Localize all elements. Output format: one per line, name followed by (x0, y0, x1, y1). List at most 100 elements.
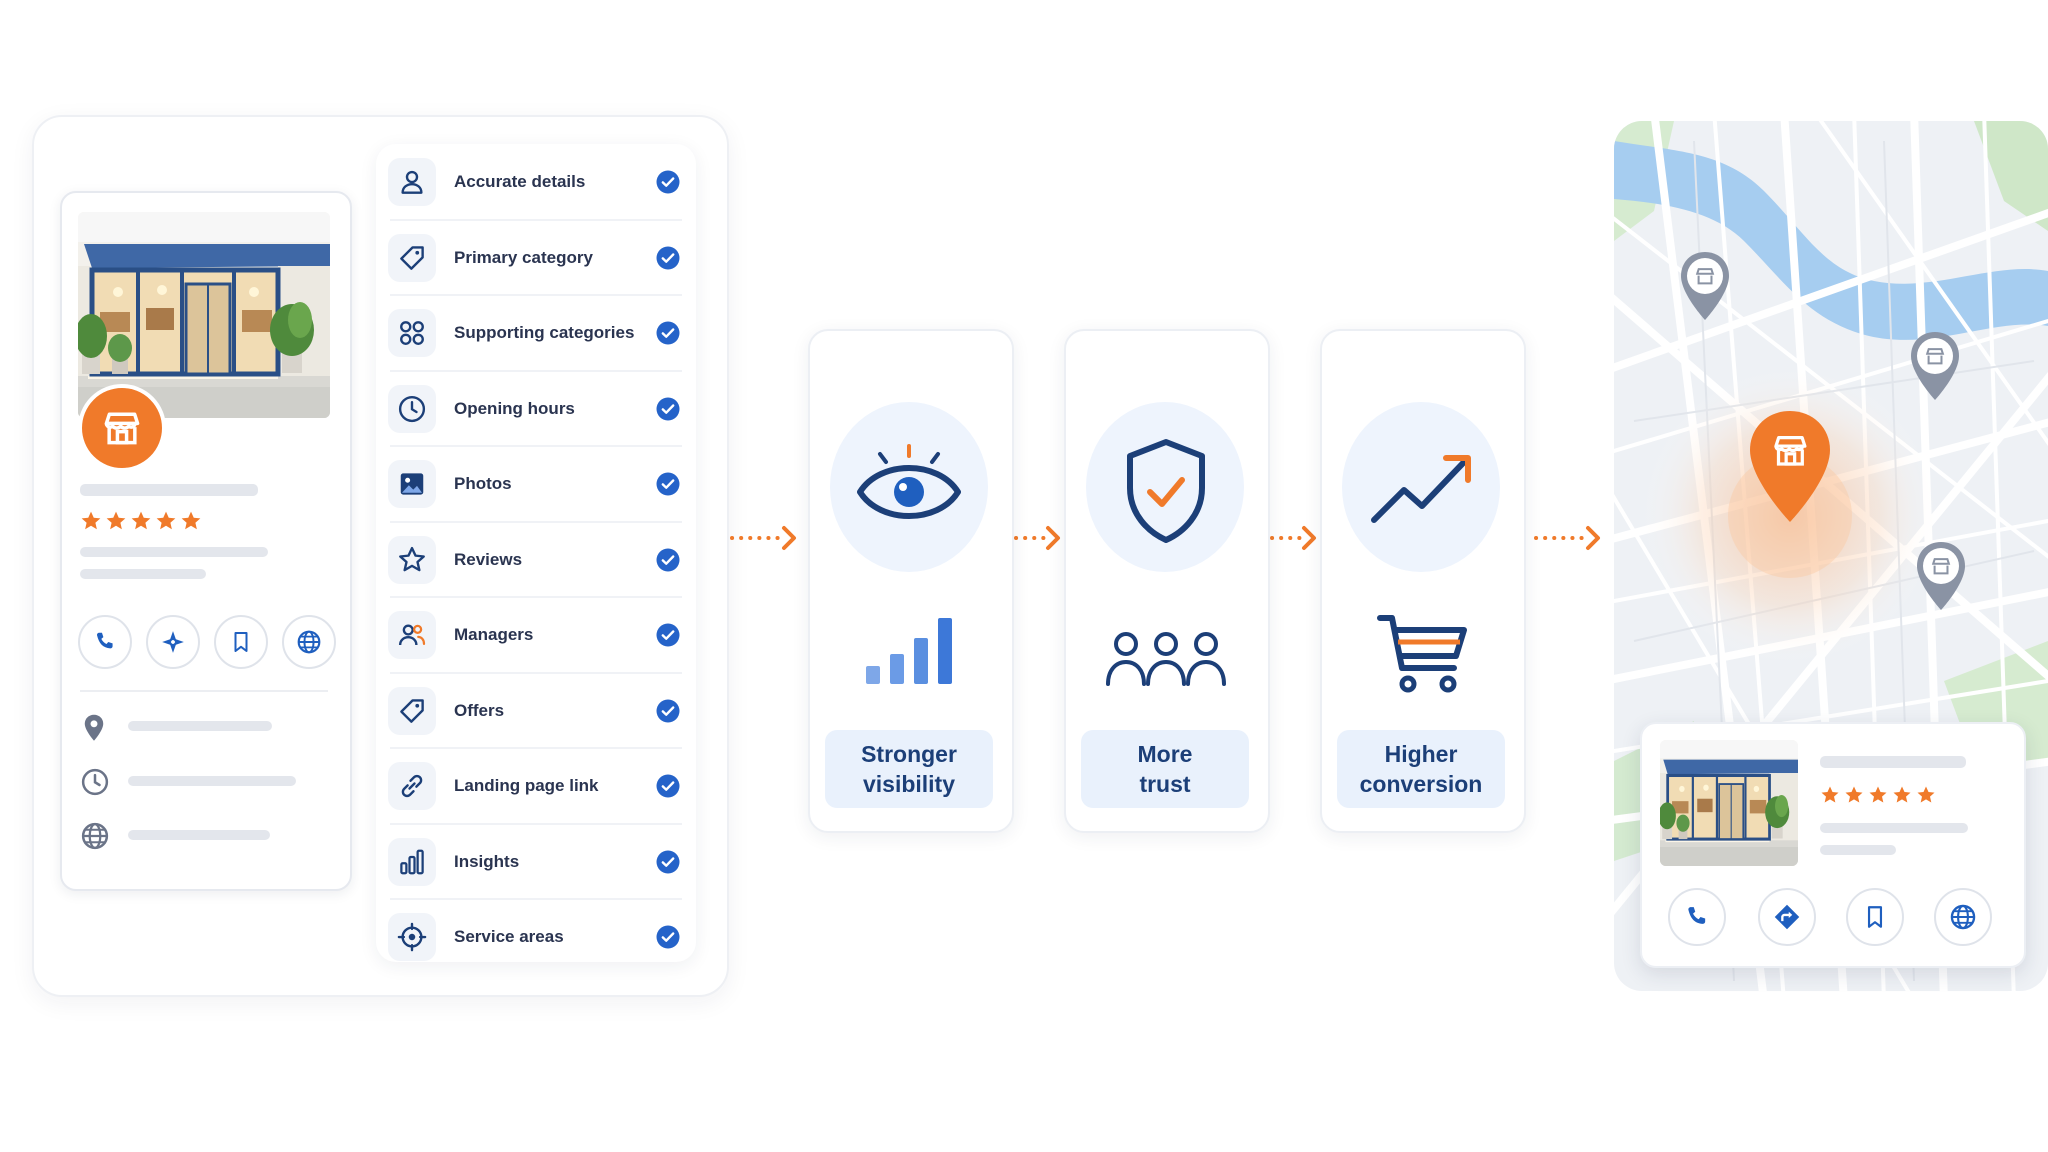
map-pin-nearby-2[interactable] (1908, 330, 1962, 402)
checklist-divider (390, 445, 682, 447)
save-button[interactable] (214, 615, 268, 669)
benefit-label-visibility: Stronger visibility (825, 730, 993, 808)
checklist-divider (390, 596, 682, 598)
checklist-divider (390, 672, 682, 674)
benefit-label-trust: More trust (1081, 730, 1249, 808)
checklist-item[interactable]: Opening hours (376, 371, 696, 446)
globe-icon (80, 821, 110, 851)
checklist-item[interactable]: Insights (376, 824, 696, 899)
clock-icon (388, 384, 436, 433)
benefit-disc-trust (1086, 402, 1244, 572)
phone-icon (1683, 903, 1711, 931)
checklist-item[interactable]: Primary category (376, 220, 696, 295)
checklist-divider (390, 294, 682, 296)
profile-divider (80, 690, 328, 692)
map-call-button[interactable] (1668, 888, 1726, 946)
checklist-item[interactable]: Supporting categories (376, 295, 696, 370)
checklist-divider (390, 370, 682, 372)
checklist-item[interactable]: Managers (376, 597, 696, 672)
grid-circles-icon (388, 308, 436, 357)
checklist-item-label: Photos (454, 473, 512, 493)
flow-arrow-4 (1534, 526, 1600, 550)
checklist-item-label: Opening hours (454, 398, 575, 418)
map-result-desc-placeholder-2 (1820, 845, 1896, 855)
address-placeholder (128, 721, 272, 731)
checklist-item-label: Managers (454, 624, 534, 644)
check-icon (656, 774, 680, 798)
cart-icon (1377, 615, 1467, 693)
check-icon (656, 472, 680, 496)
checklist-item-label: Supporting categories (454, 322, 635, 342)
checklist-item[interactable]: Service areas (376, 899, 696, 974)
bar-chart-icon (388, 837, 436, 886)
check-icon (656, 548, 680, 572)
link-icon (388, 761, 436, 810)
checklist-item-label: Offers (454, 700, 505, 720)
map-website-button[interactable] (1934, 888, 1992, 946)
store-badge-icon (78, 384, 166, 472)
image-icon (388, 459, 436, 508)
check-icon (656, 623, 680, 647)
people-icon (1106, 632, 1226, 686)
map-directions-button[interactable] (1758, 888, 1816, 946)
checklist-divider (390, 898, 682, 900)
website-placeholder (128, 830, 270, 840)
benefit-label-conversion: Higher conversion (1337, 730, 1505, 808)
benefit-disc-conversion (1342, 402, 1500, 572)
checklist-item-label: Primary category (454, 247, 593, 267)
directions-button[interactable] (146, 615, 200, 669)
globe-icon (1949, 903, 1977, 931)
phone-icon (92, 629, 118, 655)
globe-icon (296, 629, 322, 655)
directions-icon (160, 629, 186, 655)
checklist-item[interactable]: Landing page link (376, 748, 696, 823)
flow-arrow-1 (730, 526, 796, 550)
star-icon (388, 535, 436, 584)
target-icon (388, 912, 436, 961)
flow-arrow-3 (1270, 526, 1316, 550)
checklist-item[interactable]: Offers (376, 673, 696, 748)
description-placeholder-1 (80, 547, 268, 557)
shield-check-icon (1127, 439, 1205, 543)
hours-placeholder (128, 776, 296, 786)
check-icon (656, 925, 680, 949)
checklist-divider (390, 521, 682, 523)
checklist-item-label: Insights (454, 851, 520, 871)
checklist-divider (390, 823, 682, 825)
checklist-item-label: Landing page link (454, 775, 599, 795)
tag-icon (388, 686, 436, 735)
location-pin-icon (80, 713, 108, 743)
website-button[interactable] (282, 615, 336, 669)
map-result-photo (1660, 740, 1798, 866)
directions-icon (1773, 903, 1801, 931)
map-pin-nearby-3[interactable] (1914, 540, 1968, 612)
map-pin-nearby-1[interactable] (1678, 250, 1732, 322)
checklist-item[interactable]: Photos (376, 446, 696, 521)
checklist-divider (390, 219, 682, 221)
bookmark-icon (229, 630, 253, 654)
check-icon (656, 397, 680, 421)
bookmark-icon (1862, 904, 1888, 930)
checklist-item-label: Reviews (454, 549, 523, 569)
checklist-divider (390, 747, 682, 749)
check-icon (656, 170, 680, 194)
checklist-item[interactable]: Reviews (376, 522, 696, 597)
map-result-name-placeholder (1820, 756, 1966, 768)
check-icon (656, 321, 680, 345)
check-icon (656, 699, 680, 723)
description-placeholder-2 (80, 569, 206, 579)
checklist-item-label: Service areas (454, 926, 564, 946)
check-icon (656, 850, 680, 874)
call-button[interactable] (78, 615, 132, 669)
map-result-rating-stars (1820, 785, 1936, 807)
map-save-button[interactable] (1846, 888, 1904, 946)
check-icon (656, 246, 680, 270)
checklist-item[interactable]: Accurate details (376, 144, 696, 219)
business-name-placeholder (80, 484, 258, 496)
users-icon (388, 610, 436, 659)
tag-icon (388, 233, 436, 282)
trend-up-icon (1371, 455, 1471, 523)
map-pin-selected-store[interactable] (1746, 408, 1834, 526)
flow-arrow-2 (1014, 526, 1060, 550)
